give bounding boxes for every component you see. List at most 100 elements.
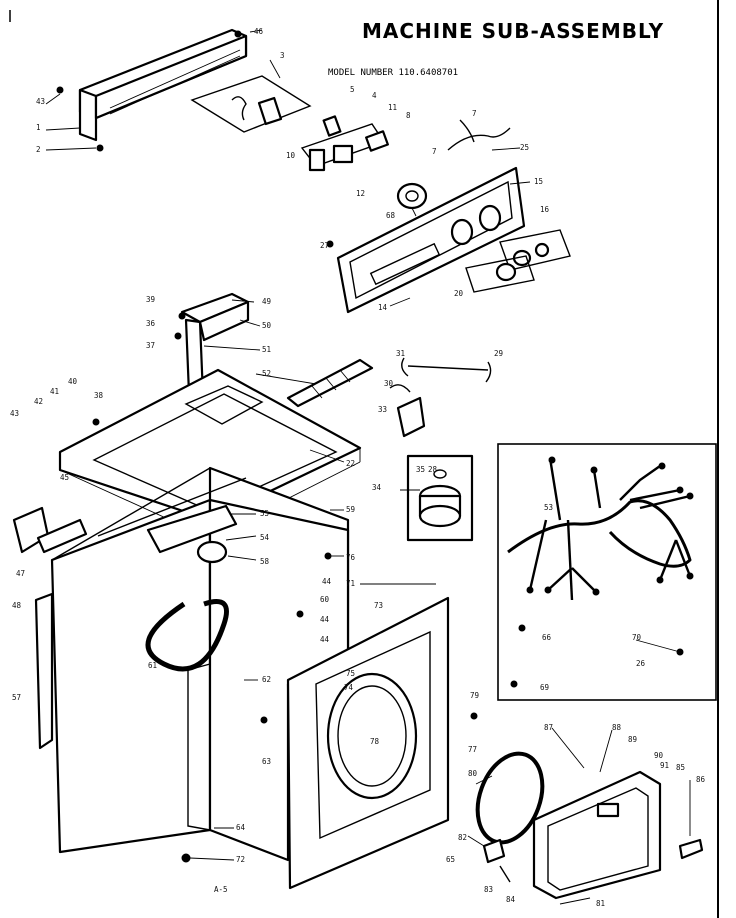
callout-46: 46: [254, 27, 264, 36]
lid-switch: [389, 384, 426, 438]
motor-mount: [146, 504, 238, 564]
callout-14: 14: [378, 303, 388, 312]
callout-81: 82: [458, 833, 467, 842]
switch-plate-assembly: [190, 75, 312, 133]
callout-52: 52: [262, 369, 271, 378]
callout-12: 12: [356, 189, 365, 198]
door-assembly: [532, 770, 704, 900]
switch-wires: [447, 127, 511, 151]
callout-84: 85: [676, 763, 685, 772]
callout-10: 10: [286, 151, 296, 160]
callout-71: 71: [346, 579, 355, 588]
callout-39: 39: [146, 295, 155, 304]
callout-91: 65: [446, 855, 455, 864]
callout-86: 87: [544, 723, 553, 732]
leader-lines: [45, 29, 691, 905]
diagram-title: MACHINE SUB-ASSEMBLY: [362, 19, 664, 43]
callout-41: 41: [50, 387, 59, 396]
callout-66: 69: [540, 683, 549, 692]
callout-73: 73: [374, 601, 383, 610]
callout-40: 40: [68, 377, 78, 386]
callout-36: 36: [146, 319, 156, 328]
front-panel: [286, 596, 450, 890]
callout-47: 47: [16, 569, 25, 578]
callout-67: 61: [148, 661, 157, 670]
fasteners: [56, 30, 478, 863]
callout-65: 66: [542, 633, 552, 642]
callout-22: 22: [346, 459, 355, 468]
selector-knob-set: [499, 229, 571, 271]
callout-83: 84: [506, 895, 516, 904]
callout-89: 90: [654, 751, 664, 760]
callout-53: 53: [544, 503, 553, 512]
callout-80: 81: [596, 899, 605, 908]
callout-25: 25: [520, 143, 529, 152]
callout-43b: 43: [10, 409, 19, 418]
console-back-bar: [78, 28, 248, 142]
callout-3: 3: [280, 51, 285, 60]
callout-4: 4: [372, 91, 377, 100]
timer-switch-parts: [300, 115, 389, 172]
callout-2: 2: [36, 145, 41, 154]
callout-54: 54: [260, 533, 270, 542]
callout-44a: 44: [322, 577, 332, 586]
callout-90: 91: [660, 761, 669, 770]
callout-31: 31: [396, 349, 405, 358]
callout-88: 89: [628, 735, 637, 744]
cabinet: [34, 466, 350, 862]
model-number: MODEL NUMBER 110.6408701: [328, 68, 458, 78]
callout-1: 1: [36, 123, 41, 132]
callout-62: 63: [262, 757, 271, 766]
callout-48: 48: [12, 601, 22, 610]
callout-50: 50: [262, 321, 272, 330]
callout-69: 70: [632, 633, 642, 642]
callout-51: 51: [262, 345, 271, 354]
wiring-harness-inset: [497, 443, 717, 701]
callout-85: 86: [696, 775, 706, 784]
callout-78: 77: [468, 745, 477, 754]
callout-49: 49: [262, 297, 271, 306]
callout-87: 88: [612, 723, 622, 732]
callout-37: 37: [146, 341, 155, 350]
callout-labels: 46 43 1 2 3 5 4 11 8 10 12 68 7 7 25 15 …: [10, 27, 706, 908]
callout-29: 29: [494, 349, 503, 358]
callout-75: 74: [344, 683, 354, 692]
latch-parts: [482, 838, 511, 883]
callout-5: 5: [350, 85, 355, 94]
callout-44b: 44: [320, 635, 330, 644]
callout-34: 34: [372, 483, 382, 492]
control-panel: [336, 166, 526, 314]
callout-70: 26: [636, 659, 646, 668]
filter-assembly: [406, 454, 474, 542]
lower-panel-knob: [465, 255, 535, 293]
callout-26: 28: [428, 465, 438, 474]
callout-11: 11: [388, 103, 397, 112]
callout-20: 20: [454, 289, 464, 298]
callout-55: 55: [260, 509, 269, 518]
left-bracket: [12, 506, 88, 554]
callout-35: 35: [416, 465, 425, 474]
lid-rod: [401, 357, 492, 383]
callout-79: 80: [468, 769, 478, 778]
callout-15: 15: [534, 177, 543, 186]
callout-68: 68: [386, 211, 396, 220]
callout-44c: 57: [12, 693, 21, 702]
control-knob: [396, 182, 428, 210]
callout-63: 64: [236, 823, 246, 832]
callout-58: 58: [260, 557, 270, 566]
callout-45: 45: [60, 473, 69, 482]
callout-6: 7: [472, 109, 477, 118]
callout-16: 16: [540, 205, 550, 214]
callout-42: 42: [34, 397, 43, 406]
callout-38: 38: [94, 391, 104, 400]
callout-30: 30: [384, 379, 394, 388]
page-reference: A-5: [214, 885, 228, 894]
callout-59: 59: [346, 505, 355, 514]
callout-33: 33: [378, 405, 387, 414]
fill-hose: [286, 358, 374, 408]
tub-seal-ring: [145, 599, 229, 672]
callout-77: 79: [470, 691, 479, 700]
callout-57b: 60: [320, 595, 330, 604]
callout-64: 72: [236, 855, 245, 864]
callout-76: 76: [346, 553, 356, 562]
